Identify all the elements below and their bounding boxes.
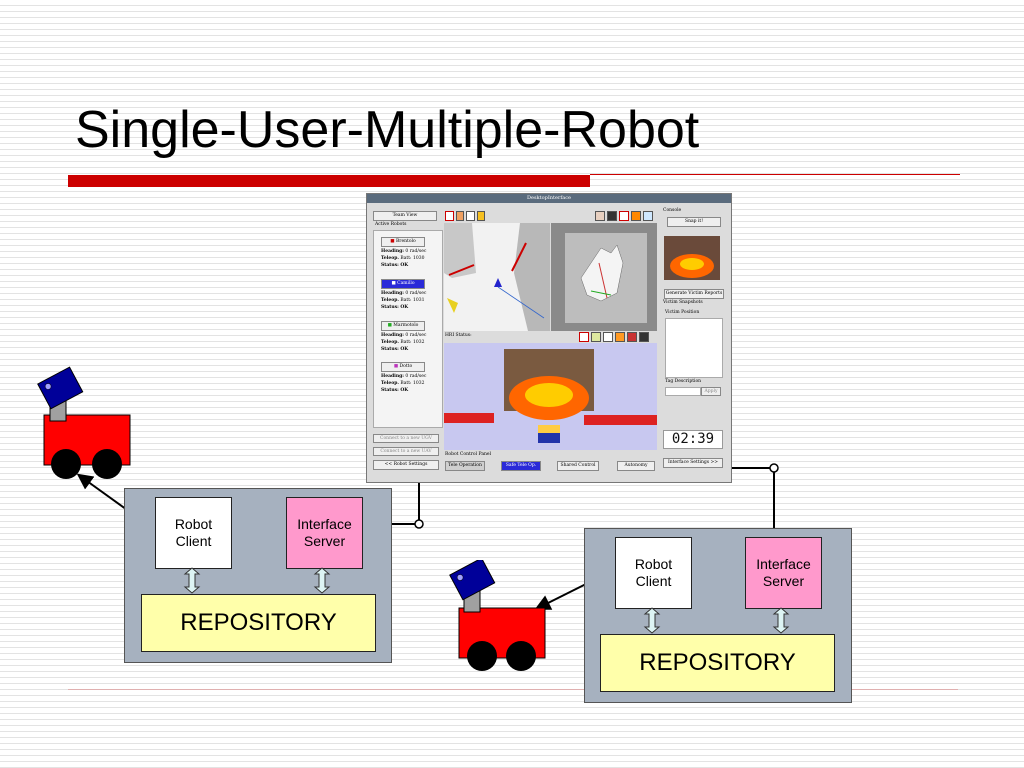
- robot-field-value: 0 rad/sec: [405, 249, 427, 254]
- screenshot-titlebar: DesktopInterface: [367, 194, 731, 203]
- robot-field-value: Batt: 1032: [400, 340, 425, 345]
- victim-position-field[interactable]: [665, 318, 723, 378]
- robot-field-label: Teleop.: [381, 298, 399, 303]
- robot-settings-button[interactable]: << Robot Settings: [373, 460, 439, 470]
- camera-tool-icon[interactable]: [615, 332, 625, 342]
- robot-field-value: Batt: 1030: [400, 256, 425, 261]
- connect-ugv-button[interactable]: Connect to a new UGV: [373, 434, 439, 443]
- view-tool-icon[interactable]: [643, 211, 653, 221]
- robot-color-icon: ■: [390, 239, 395, 244]
- camera-tool-icon[interactable]: [639, 332, 649, 342]
- victim-position-label: Victim Position: [665, 310, 700, 315]
- title-underline-thin: [590, 174, 960, 175]
- control-panel-label: Robot Control Panel: [445, 452, 492, 457]
- robot-field-label: Teleop.: [381, 340, 399, 345]
- slide-title: Single-User-Multiple-Robot: [75, 101, 700, 159]
- left-interface-server-box: Interface Server: [286, 497, 363, 569]
- left-repository-box: REPOSITORY: [141, 594, 376, 652]
- view-tool-icon[interactable]: [631, 211, 641, 221]
- hri-status-label: HRI Status:: [445, 333, 472, 338]
- robot-status: Status: OK: [381, 263, 409, 268]
- generate-reports-button[interactable]: Generate Victim Reports: [664, 289, 724, 299]
- robot-button[interactable]: ■ Brentolo: [381, 237, 425, 247]
- mission-timer: 02:39: [663, 430, 723, 449]
- overview-map[interactable]: [551, 223, 657, 331]
- title-underline-bar: [68, 175, 590, 187]
- view-toolbar: [595, 211, 657, 221]
- right-interface-server-box: Interface Server: [745, 537, 822, 609]
- console-label: Console: [663, 208, 682, 213]
- robot-status: Status: OK: [381, 305, 409, 310]
- robot-field-label: Heading:: [381, 333, 404, 338]
- robot-color-icon: ■: [391, 281, 396, 286]
- right-server-link: [730, 467, 775, 529]
- robot-button[interactable]: ■ Camillo: [381, 279, 425, 289]
- robot-color-icon: ■: [387, 323, 392, 328]
- active-robots-label: Active Robots: [375, 222, 407, 227]
- tag-description-label: Tag Description: [665, 379, 702, 384]
- right-robot-client-box: Robot Client: [615, 537, 692, 609]
- camera-tool-icon[interactable]: [579, 332, 589, 342]
- right-server-repo-arrow: [772, 607, 790, 634]
- robot-name: Camillo: [397, 281, 415, 286]
- robot-field-value: 0 rad/sec: [405, 291, 427, 296]
- robot-name: Marmotolo: [393, 323, 419, 328]
- view-tool-icon[interactable]: [619, 211, 629, 221]
- left-link-node: [414, 519, 424, 529]
- left-robot-client-box: Robot Client: [155, 497, 232, 569]
- mode-teleop-button[interactable]: Tele Operation: [445, 461, 485, 471]
- robot-field-value: 0 rad/sec: [405, 374, 427, 379]
- robot-name: Brentolo: [396, 239, 416, 244]
- robot-color-icon: ■: [393, 364, 399, 369]
- robot-button[interactable]: ■ Dotto: [381, 362, 425, 372]
- map-tool-icon[interactable]: [445, 211, 454, 221]
- right-robot-icon: [449, 560, 546, 671]
- interface-settings-button[interactable]: Interface Settings >>: [663, 458, 723, 468]
- robot-field-value: Batt: 1031: [400, 298, 425, 303]
- left-server-repo-arrow: [313, 567, 331, 594]
- footer-rule: [68, 689, 958, 690]
- camera-tool-icon[interactable]: [627, 332, 637, 342]
- camera-toolbar: [579, 332, 655, 342]
- robot-status: Status: OK: [381, 388, 409, 393]
- robot-field-value: 0 rad/sec: [405, 333, 427, 338]
- mode-autonomy-button[interactable]: Autonomy: [617, 461, 655, 471]
- robot-field-label: Teleop.: [381, 381, 399, 386]
- victim-snapshots-label: Victim Snapshots: [663, 300, 703, 305]
- camera-view[interactable]: [444, 343, 657, 450]
- left-robot-icon: [37, 366, 131, 479]
- team-view-button[interactable]: Team View: [373, 211, 437, 221]
- view-tool-icon[interactable]: [595, 211, 605, 221]
- robot-button[interactable]: ■ Marmotolo: [381, 321, 425, 331]
- interface-screenshot: DesktopInterface Team View Active Robots…: [366, 193, 732, 483]
- snap-it-button[interactable]: Snap it!: [667, 217, 721, 227]
- map-tool-icon[interactable]: [476, 211, 485, 221]
- robot-field-label: Heading:: [381, 374, 404, 379]
- mode-safe-teleop-button[interactable]: Safe Tele Op.: [501, 461, 541, 471]
- map-toolbar: [445, 211, 485, 221]
- view-tool-icon[interactable]: [607, 211, 617, 221]
- tag-description-input[interactable]: [665, 387, 701, 396]
- map-tool-icon[interactable]: [455, 211, 464, 221]
- robot-field-value: Batt: 1032: [400, 381, 425, 386]
- left-client-repo-arrow: [183, 567, 201, 594]
- right-link-node: [769, 463, 779, 473]
- connect-uav-button[interactable]: Connect to a new UAV: [373, 447, 439, 456]
- camera-tool-icon[interactable]: [603, 332, 613, 342]
- apply-button[interactable]: Apply: [701, 387, 721, 396]
- victim-snapshot-image: [664, 236, 720, 280]
- robot-status: Status: OK: [381, 347, 409, 352]
- mode-shared-control-button[interactable]: Shared Control: [557, 461, 599, 471]
- right-client-repo-arrow: [643, 607, 661, 634]
- robot-field-label: Heading:: [381, 249, 404, 254]
- robot-name: Dotto: [399, 364, 413, 369]
- robot-field-label: Heading:: [381, 291, 404, 296]
- camera-tool-icon[interactable]: [591, 332, 601, 342]
- map-tool-icon[interactable]: [466, 211, 475, 221]
- right-repository-box: REPOSITORY: [600, 634, 835, 692]
- robot-field-label: Teleop.: [381, 256, 399, 261]
- robot-map-view[interactable]: [444, 223, 550, 331]
